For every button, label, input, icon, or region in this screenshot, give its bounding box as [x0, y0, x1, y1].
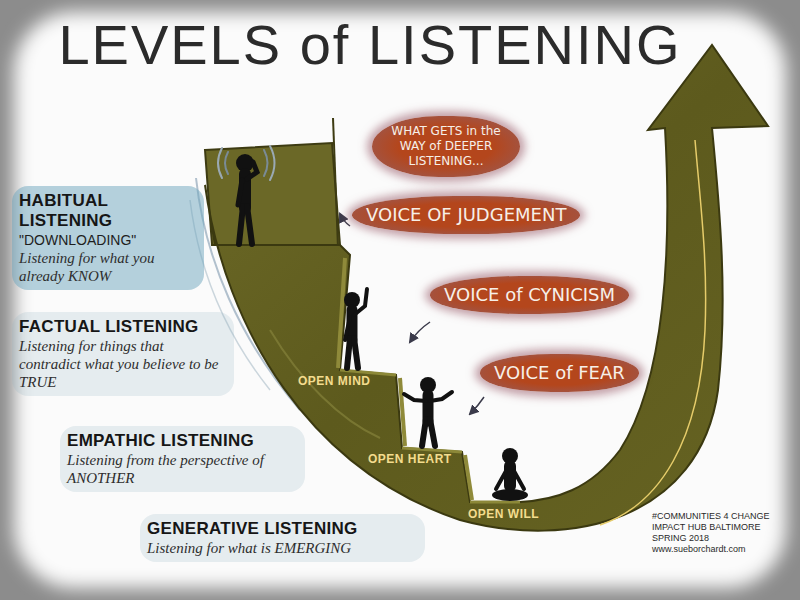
node-heading: WHAT GETS in the WAY of DEEPER LISTENING… — [382, 124, 510, 169]
step-label: OPEN MIND — [298, 374, 371, 388]
voice-blob: VOICE OF JUDGEMENT — [352, 196, 580, 234]
top-board — [205, 143, 340, 245]
figure-factual — [344, 289, 367, 368]
node-heading: FACTUAL LISTENING — [19, 317, 227, 337]
figure-generative — [492, 448, 528, 501]
highlight-line — [600, 140, 706, 525]
credit-note: www.sueborchardt.com — [652, 545, 746, 555]
voice-blob: VOICE of CYNICISM — [430, 276, 629, 314]
step-label: OPEN WILL — [468, 507, 539, 521]
node-body: Listening for what you already KNOW — [19, 249, 197, 285]
node-body: Listening for things that contradict wha… — [19, 337, 227, 391]
step-label: OPEN HEART — [368, 452, 452, 466]
node-heading: HABITUAL LISTENING — [19, 191, 197, 232]
node-heading: VOICE of FEAR — [494, 362, 625, 384]
diagram-title: LEVELS of LISTENING — [40, 14, 700, 76]
credit-note: IMPACT HUB BALTIMORE — [652, 523, 761, 533]
level-box: FACTUAL LISTENINGListening for things th… — [12, 312, 234, 396]
level-box: HABITUAL LISTENING"DOWNLOADING"Listening… — [12, 186, 204, 290]
credit-note: SPRING 2018 — [652, 534, 709, 544]
step-edge — [400, 378, 405, 446]
level-box: EMPATHIC LISTENINGListening from the per… — [60, 426, 305, 492]
node-heading: VOICE of CYNICISM — [444, 284, 615, 306]
node-body: Listening for what is EMERGING — [147, 539, 418, 557]
node-body: "DOWNLOADING" — [19, 232, 197, 249]
note-blob: WHAT GETS in the WAY of DEEPER LISTENING… — [372, 116, 520, 177]
node-heading: VOICE OF JUDGEMENT — [366, 204, 566, 226]
step-platform — [340, 370, 520, 502]
credit-note: #COMMUNITIES 4 CHANGE — [652, 512, 770, 522]
figure-empathic — [404, 377, 452, 446]
level-box: GENERATIVE LISTENINGListening for what i… — [140, 514, 425, 562]
board-pole — [333, 118, 338, 248]
step-edge — [338, 258, 345, 368]
voice-blob: VOICE of FEAR — [480, 354, 639, 392]
paper-ground — [14, 12, 786, 588]
leader-arrow — [410, 322, 430, 342]
leader-arrow — [340, 214, 350, 226]
shade-line — [270, 330, 380, 438]
step-edge — [465, 455, 472, 500]
figure-habitual — [218, 146, 275, 244]
node-heading: GENERATIVE LISTENING — [147, 519, 418, 539]
node-body: Listening from the perspective of ANOTHE… — [67, 451, 298, 487]
leader-arrow — [470, 397, 484, 414]
node-heading: EMPATHIC LISTENING — [67, 431, 298, 451]
